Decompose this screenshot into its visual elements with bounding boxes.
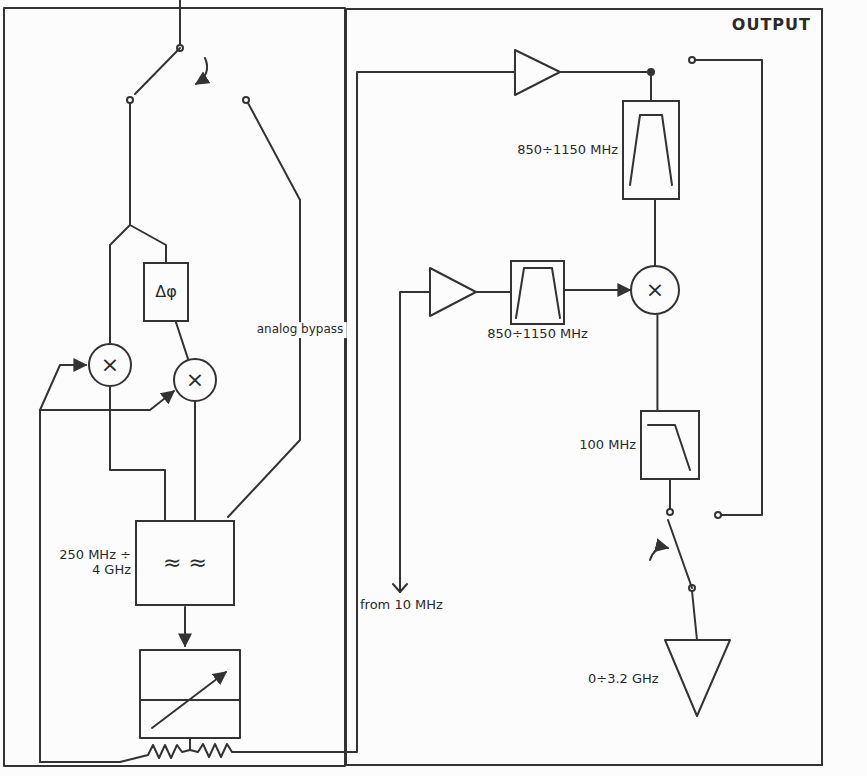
wire (184, 607, 186, 646)
node-text: × (101, 354, 119, 376)
output-switch (667, 509, 673, 515)
node-label: 100 MHz (579, 438, 636, 453)
filter-symbol (630, 115, 672, 185)
resistor-symbol (190, 72, 515, 757)
wire (648, 69, 654, 75)
synthesizer-box (140, 650, 240, 738)
node-text: OUTPUT (732, 16, 811, 34)
node-text: × (186, 369, 204, 391)
wire (40, 365, 86, 762)
wire (695, 60, 762, 515)
node-label: 250 MHz ÷ 4 GHz (53, 548, 131, 578)
synthesizer-box (140, 650, 240, 738)
wire (228, 103, 300, 517)
output-switch (650, 548, 668, 561)
wire (476, 291, 510, 293)
resistor-symbol (189, 738, 191, 750)
lowpass-filter-box: 100 MHz (640, 410, 700, 480)
amplifier-symbol (430, 268, 476, 316)
frequency-label: 0÷3.2 GHz (588, 672, 659, 687)
input-switch (135, 48, 180, 94)
wire (40, 391, 174, 410)
bandpass-filter-box: 850÷1150 MHz (510, 260, 565, 325)
node-label: 850÷1150 MHz (487, 327, 588, 342)
output-switch (692, 591, 697, 640)
filter-symbol (516, 115, 690, 470)
wire (393, 57, 762, 592)
signal-wire (654, 200, 656, 265)
panel-outline (4, 8, 345, 766)
bandpass-filter-box: 850÷1150 MHz (622, 100, 680, 200)
input-switch (177, 45, 183, 51)
resistor-symbol (40, 745, 190, 762)
input-switch (196, 58, 207, 84)
wire (40, 103, 300, 762)
synthesizer-box (140, 699, 240, 701)
wire (669, 480, 671, 509)
output-panel: OUTPUT 850÷1150 MHz × 850÷1150 MHz 100 MHz (345, 8, 823, 766)
filter-symbol (516, 268, 560, 318)
input-switch (127, 97, 133, 103)
node-text: Δφ (155, 283, 177, 301)
resistor-symbol (40, 72, 515, 762)
filter-symbol (648, 425, 690, 470)
panel-outline (4, 8, 345, 766)
input-switch (127, 0, 249, 103)
wire (560, 72, 651, 100)
circuit-illustration (4, 0, 762, 766)
node-text: × (646, 279, 664, 301)
output-switch (715, 512, 721, 518)
mixer-circle: × (88, 343, 132, 387)
node-text: ≈ ≈ (163, 552, 207, 574)
input-switch (179, 0, 181, 45)
wire (393, 584, 407, 592)
signal-wire (194, 402, 196, 520)
filter-bank-box: ≈ ≈250 MHz ÷ 4 GHz (135, 520, 235, 606)
output-switch (689, 585, 695, 591)
signal-wire (565, 289, 630, 291)
signal-label: from 10 MHz (360, 598, 443, 613)
amplifier-symbol (515, 50, 560, 95)
wire (130, 225, 166, 262)
synthesizer-box (152, 672, 226, 728)
signal-wire (656, 315, 658, 410)
node-label: 850÷1150 MHz (517, 143, 618, 158)
input-switch (243, 97, 249, 103)
signal-wire (176, 322, 188, 359)
wire (400, 292, 430, 592)
phase-shifter-box: Δφ (143, 262, 189, 322)
output-switch (668, 520, 692, 588)
output-switch (650, 509, 721, 640)
signal-label: analog bypass (254, 322, 347, 338)
mixer-circle: × (173, 358, 217, 402)
wire (110, 103, 130, 343)
mixer-circle: × (630, 265, 680, 315)
amplifier-symbol (665, 640, 730, 716)
signal-wire (110, 387, 165, 520)
wire (689, 57, 695, 63)
amplifier-symbol (430, 50, 730, 716)
